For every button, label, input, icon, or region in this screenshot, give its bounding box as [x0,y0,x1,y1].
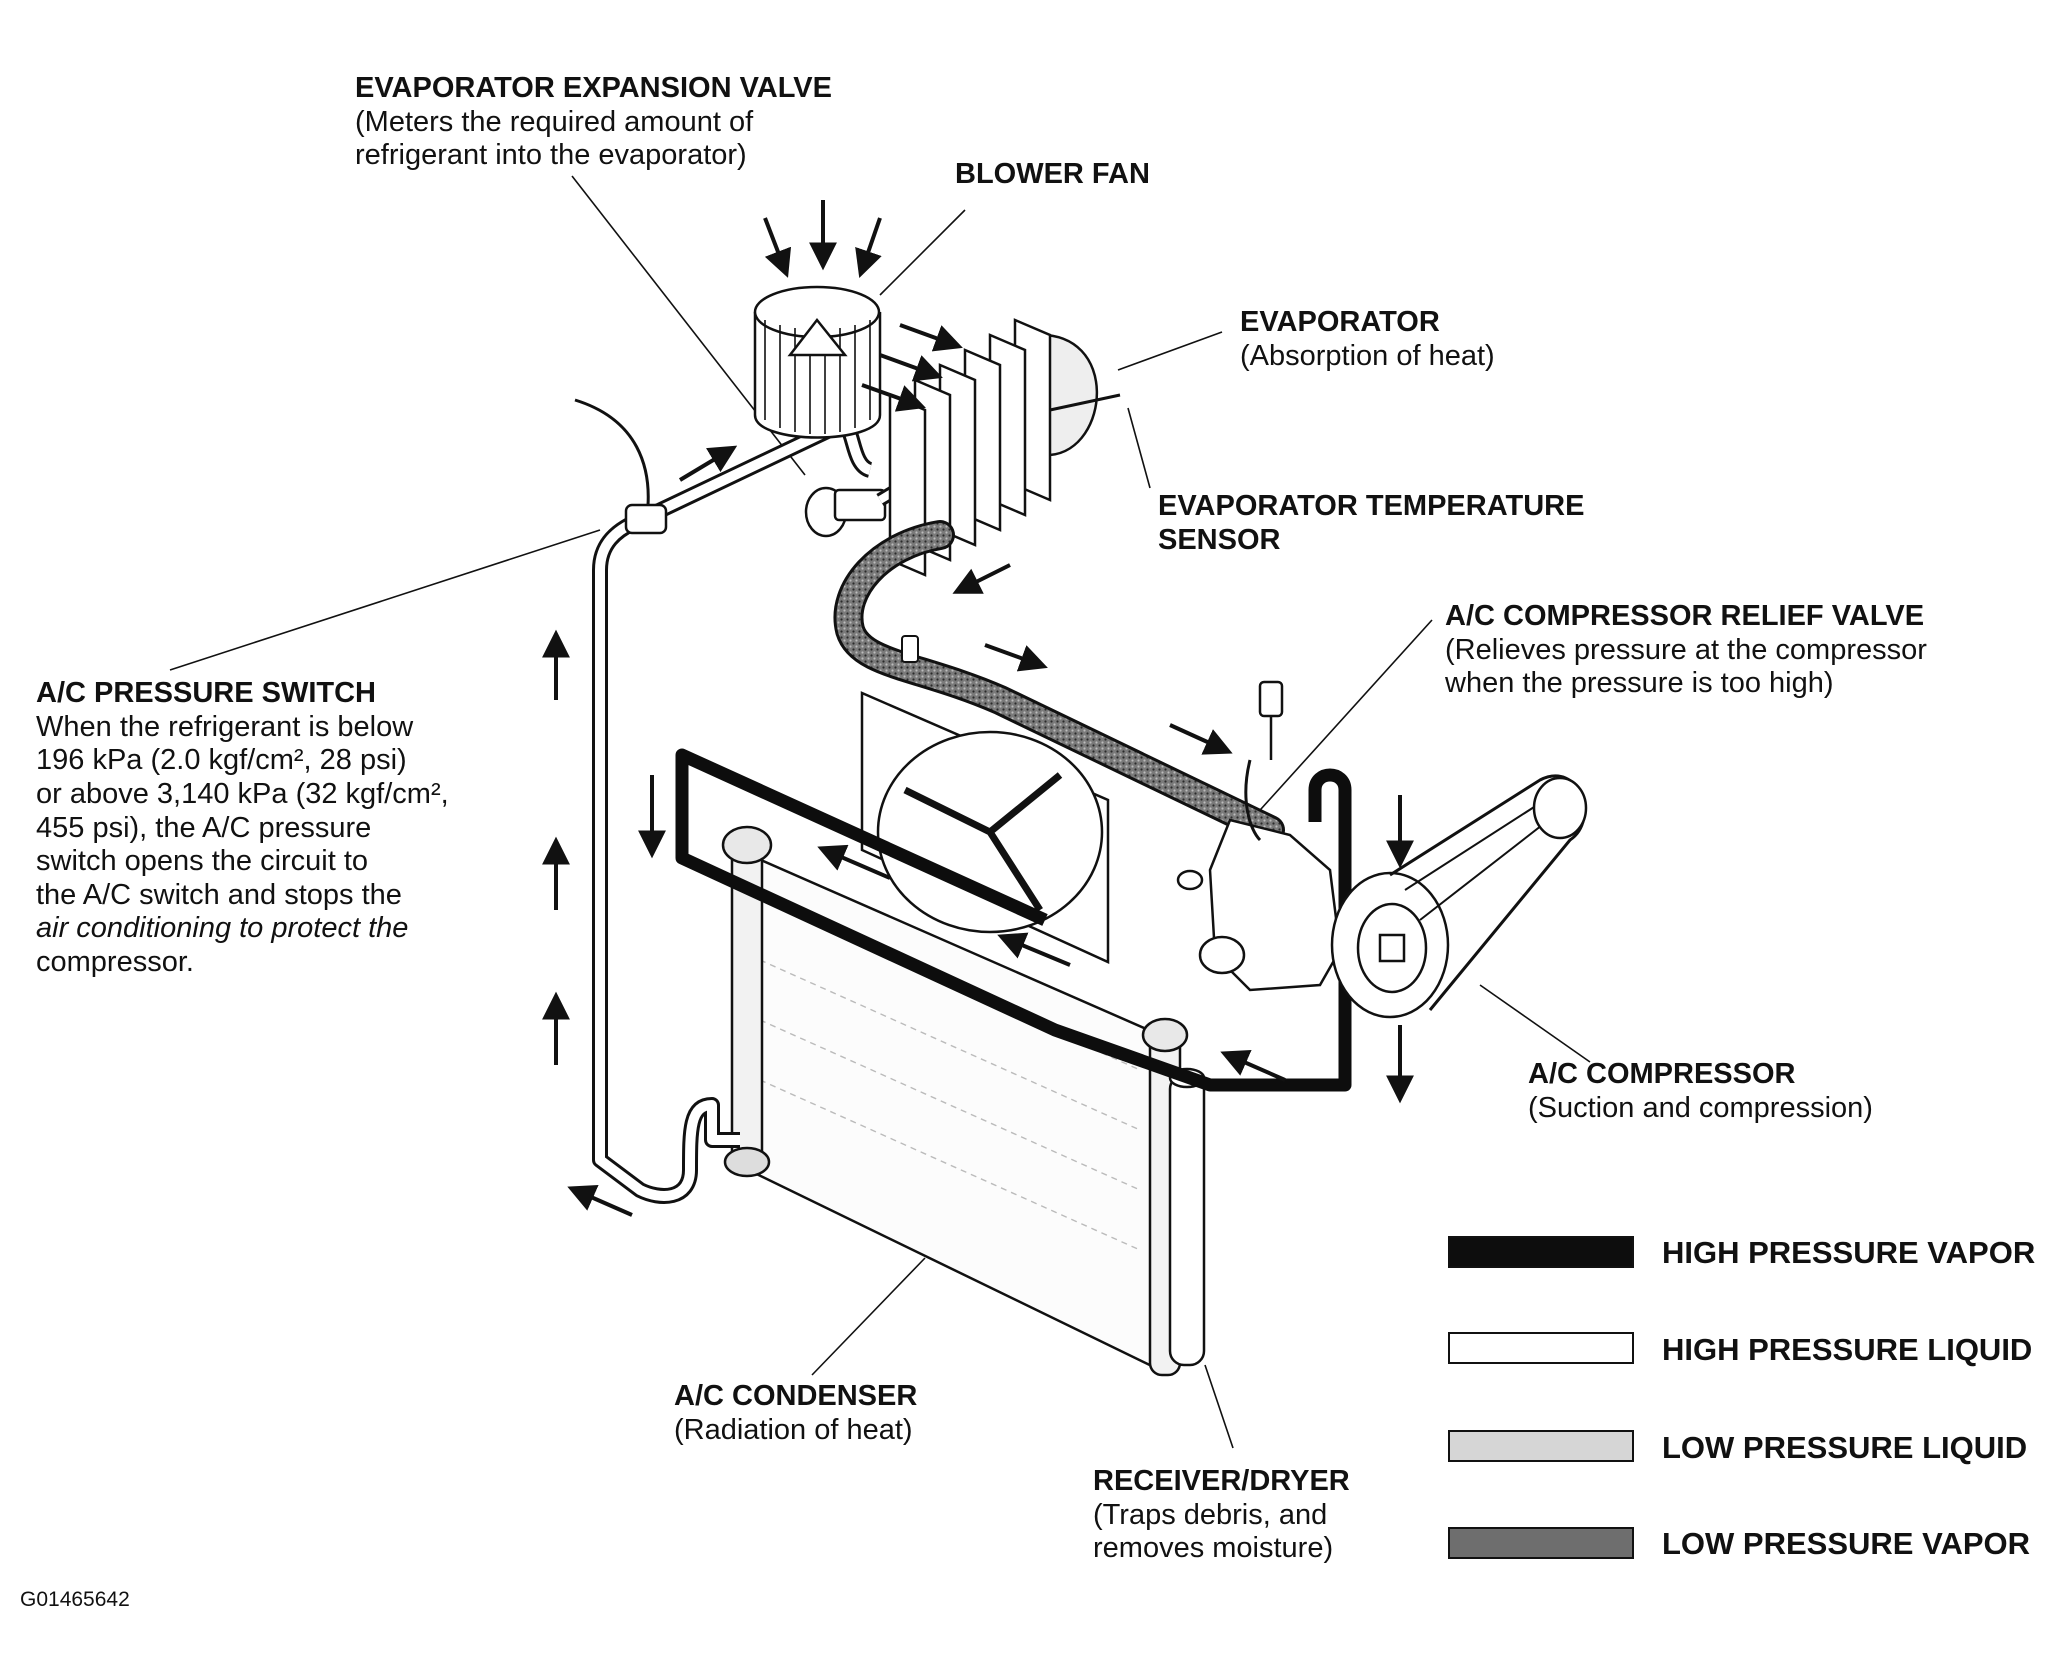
temp-sensor-title-2: SENSOR [1158,523,1281,556]
figure-code: G01465642 [20,1588,130,1611]
legend-swatch-high-vapor [1448,1236,1634,1268]
relief-valve-title: A/C COMPRESSOR RELIEF VALVE [1445,600,1925,632]
evaporator-desc: (Absorption of heat) [1240,339,1495,372]
compressor-title: A/C COMPRESSOR [1528,1058,1796,1090]
label-condenser: A/C CONDENSER (Radiation of heat) [674,1380,917,1447]
legend-swatch-high-liquid [1448,1332,1634,1364]
label-receiver-dryer: RECEIVER/DRYER (Traps debris, and remove… [1093,1465,1350,1566]
pressure-switch-desc-5: switch opens the circuit to [36,845,369,878]
blower-fan-shape [753,285,882,439]
compressor-desc: (Suction and compression) [1528,1091,1873,1124]
compressor-shape [1176,680,1588,1019]
temp-sensor-title: EVAPORATOR TEMPERATURE [1158,490,1585,522]
legend-swatch-low-vapor [1448,1527,1634,1559]
receiver-dryer-title: RECEIVER/DRYER [1093,1465,1350,1497]
pressure-switch-desc-1: When the refrigerant is below [36,710,414,743]
label-compressor: A/C COMPRESSOR (Suction and compression) [1528,1058,1873,1125]
condenser-title: A/C CONDENSER [674,1380,918,1412]
pressure-switch-desc-3: or above 3,140 kPa (32 kgf/cm², [36,777,449,810]
label-relief-valve: A/C COMPRESSOR RELIEF VALVE (Relieves pr… [1445,600,1927,701]
pressure-switch-desc-2: 196 kPa (2.0 kgf/cm², 28 psi) [36,744,407,777]
relief-valve-desc-1: (Relieves pressure at the compressor [1445,633,1927,666]
legend-label-high-liquid: HIGH PRESSURE LIQUID [1662,1332,2033,1367]
expansion-valve-desc-2: refrigerant into the evaporator) [355,139,747,172]
legend-label-low-vapor: LOW PRESSURE VAPOR [1662,1526,2031,1561]
pressure-switch-desc-4: 455 psi), the A/C pressure [36,811,372,844]
high-pressure-vapor-line [675,748,1352,1092]
receiver-dryer-shape [1168,1067,1206,1367]
pressure-switch-desc-6: the A/C switch and stops the [36,878,402,911]
label-pressure-switch: A/C PRESSURE SWITCH When the refrigerant… [36,677,449,980]
flow-arrows [542,200,1414,1217]
label-temp-sensor: EVAPORATOR TEMPERATURE SENSOR [1158,490,1584,557]
expansion-valve-desc-1: (Meters the required amount of [355,105,754,138]
label-blower-fan: BLOWER FAN [955,158,1150,192]
label-expansion-valve: EVAPORATOR EXPANSION VALVE (Meters the r… [355,72,832,173]
label-evaporator: EVAPORATOR (Absorption of heat) [1240,306,1495,373]
blower-fan-title: BLOWER FAN [955,158,1150,190]
evaporator-title: EVAPORATOR [1240,306,1440,338]
pressure-switch-desc-7: air conditioning to protect the [36,912,409,945]
legend-swatch-low-liquid [1448,1430,1634,1462]
condenser-fan [860,691,1110,964]
receiver-dryer-desc-1: (Traps debris, and [1093,1498,1328,1531]
legend-label-high-vapor: HIGH PRESSURE VAPOR [1662,1235,2036,1270]
pressure-switch-shape [574,398,668,535]
receiver-dryer-desc-2: removes moisture) [1093,1532,1334,1565]
condenser-desc: (Radiation of heat) [674,1413,913,1446]
pressure-switch-title: A/C PRESSURE SWITCH [36,677,376,709]
expansion-valve-title: EVAPORATOR EXPANSION VALVE [355,72,832,104]
pressure-switch-desc-8: compressor. [36,946,194,978]
relief-valve-desc-2: when the pressure is too high) [1445,667,1834,700]
legend-label-low-liquid: LOW PRESSURE LIQUID [1662,1430,2028,1465]
service-port [901,635,919,663]
